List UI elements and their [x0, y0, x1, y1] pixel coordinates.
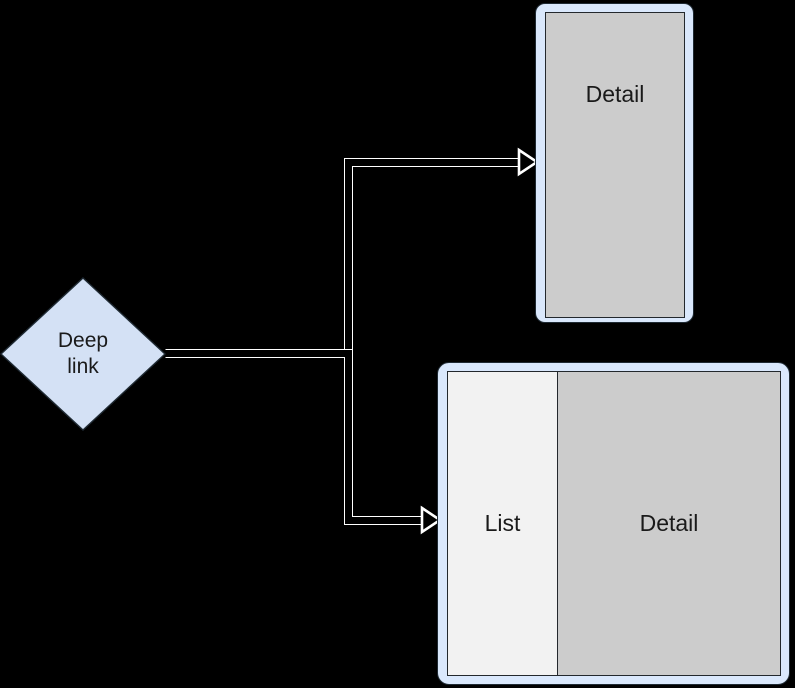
edge-deep-link-to-phone[interactable]: [165, 147, 540, 358]
node-deep-link[interactable]: Deep link: [0, 277, 166, 431]
tablet-pane-list-label: List: [484, 510, 521, 536]
rhombus-shape: [0, 277, 166, 431]
phone-screen: Detail: [545, 12, 685, 318]
tablet-pane-detail[interactable]: Detail: [558, 372, 780, 675]
tablet-screen: List Detail: [447, 371, 781, 676]
edge-deep-link-to-tablet[interactable]: [165, 349, 443, 535]
node-phone-frame[interactable]: Detail: [535, 3, 694, 323]
phone-pane-detail-label: Detail: [585, 80, 645, 107]
tablet-pane-detail-label: Detail: [639, 510, 699, 536]
tablet-pane-list[interactable]: List: [448, 372, 558, 675]
phone-pane-detail[interactable]: Detail: [546, 13, 684, 317]
node-tablet-frame[interactable]: List Detail: [437, 362, 790, 685]
